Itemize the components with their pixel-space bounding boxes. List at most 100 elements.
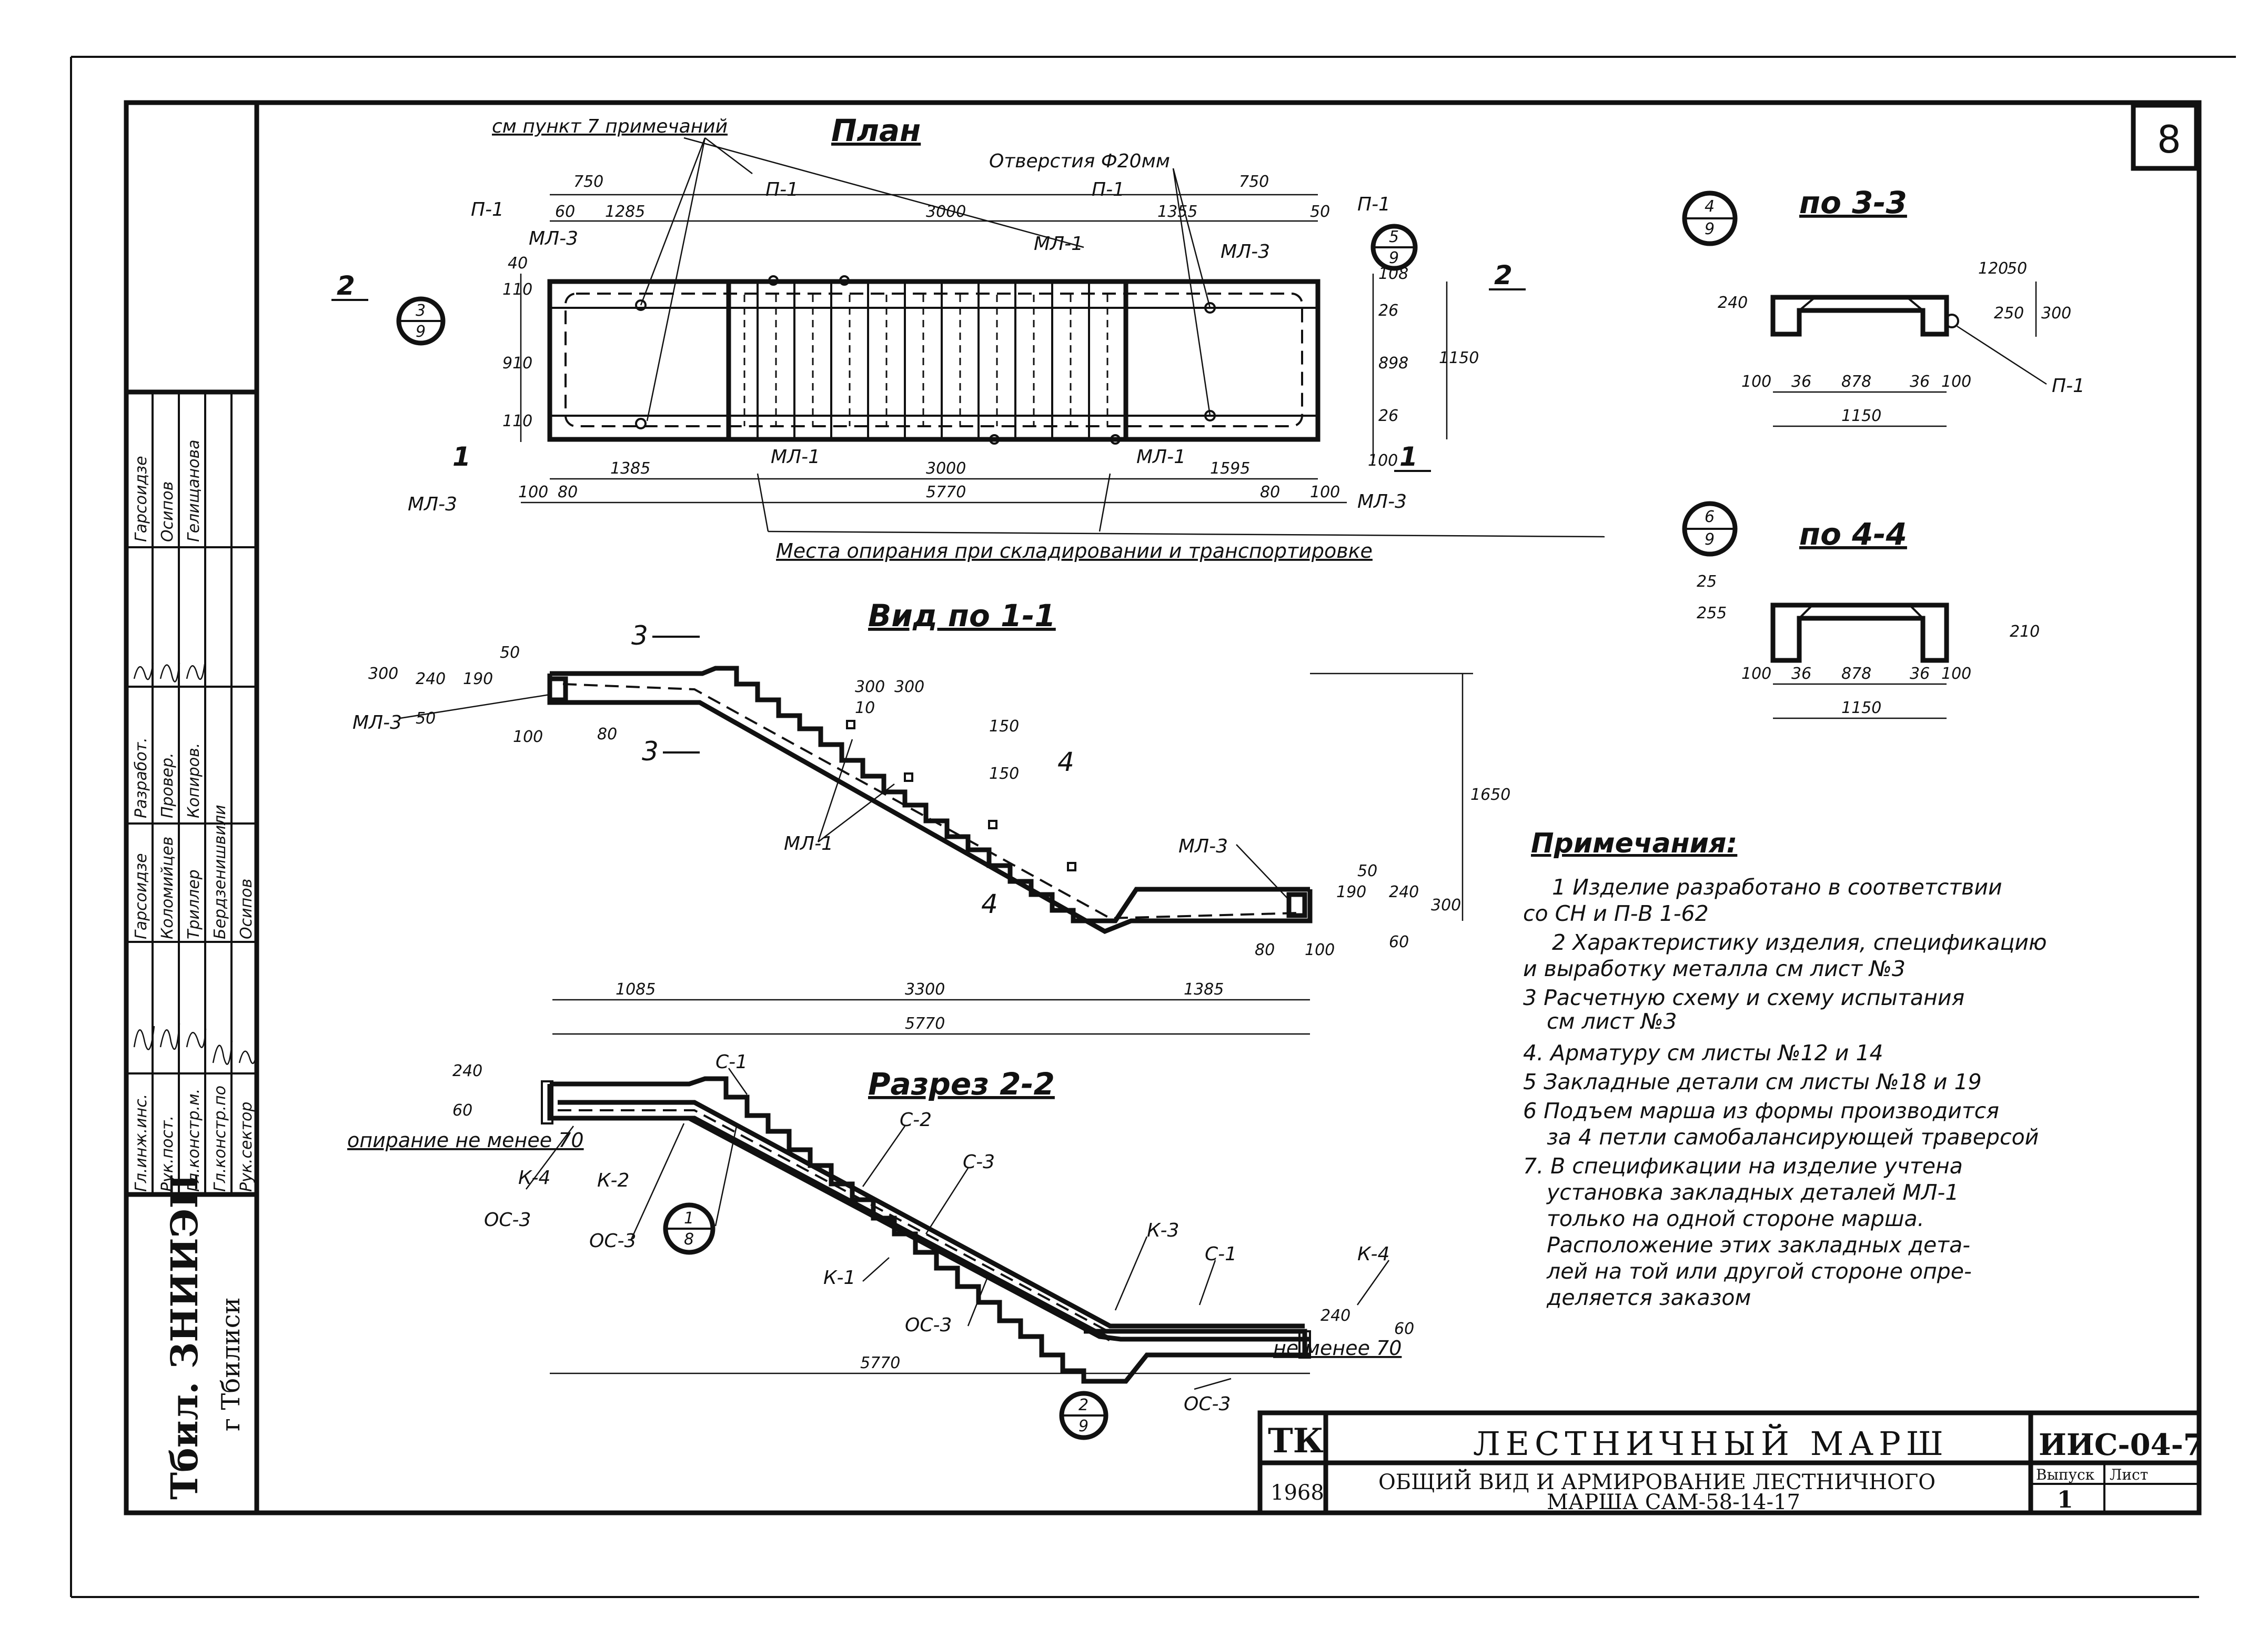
view11-cut-4-top: 4	[1057, 747, 1074, 777]
plan-dim-right-4: 26	[1378, 407, 1398, 425]
sec22-tag-oc3-a: ОС-3	[484, 1209, 531, 1231]
sec33-dim-0: 240	[1718, 294, 1748, 312]
svg-text:3: 3	[416, 302, 426, 320]
sec22-tag-k4-a: К-4	[1357, 1243, 1389, 1265]
sheet-frame	[70, 56, 2236, 1598]
sec33-dim-2: 50	[2007, 259, 2027, 278]
plan-dim-right-2: 26	[1378, 302, 1398, 320]
sig-col1-2: Триллер	[185, 869, 203, 939]
view11-dim-15: 1385	[1184, 980, 1224, 999]
plan-tag-ml3-a: МЛ-3	[529, 228, 578, 249]
sig-col3-0: Гарсоидзе	[132, 456, 150, 542]
sec33-callout: 4 9	[1682, 190, 1738, 246]
sec44-dim-3: 100	[1741, 665, 1771, 683]
sheet-number-box: 8	[2131, 103, 2199, 171]
view11-dim-20: 60	[1389, 933, 1409, 951]
view11-dim-14: 3300	[905, 980, 945, 999]
plan-dim-top-0: 750	[573, 173, 603, 191]
sec22-tag-k1: К-1	[823, 1267, 855, 1289]
sec33-dim-9: 100	[1941, 373, 1971, 391]
note-line-14: лей на той или другой стороне опре-	[1546, 1259, 1972, 1284]
sec22-tag-oc3-b: ОС-3	[589, 1230, 636, 1252]
note-line-10: 7. В спецификации на изделие учтена	[1523, 1153, 1963, 1179]
plan-view: План см пункт 7 примечаний Отверстия Ф20…	[331, 113, 1605, 563]
plan-section-mark-2-right: 2	[1494, 260, 1513, 290]
sig-role-2: Гл.констр.м.	[185, 1089, 203, 1192]
plan-dim-top-4: 1355	[1157, 203, 1197, 221]
plan-tag-ml3-c: МЛ-3	[1357, 491, 1407, 513]
plan-dim-bottom-7: 100	[1310, 483, 1340, 501]
plan-dim-left-2: 910	[502, 354, 532, 373]
svg-text:5: 5	[1389, 228, 1399, 246]
sec22-dim-2: 5770	[860, 1354, 900, 1372]
sec33-dim-5: 100	[1741, 373, 1771, 391]
sig-col2-1: Провер.	[158, 752, 177, 818]
sig-col2-0: Разработ.	[132, 737, 150, 818]
view11-dim-12: 1650	[1470, 786, 1510, 804]
sec22-tag-c1-b: С-1	[1205, 1243, 1237, 1265]
view11-cut-4-bottom: 4	[981, 889, 998, 919]
plan-holes-label: Отверстия Ф20мм	[989, 150, 1170, 172]
title-block: ТК 1968 ЛЕСТНИЧНЫЙ МАРШ ОБЩИЙ ВИД И АРМИ…	[1257, 1410, 2204, 1515]
note-line-11: установка закладных деталей МЛ-1	[1546, 1180, 1959, 1205]
view11-dim-10: 150	[989, 717, 1019, 736]
plan-dim-right-5: 100	[1368, 451, 1398, 470]
plan-dim-left-0: 40	[508, 254, 528, 273]
plan-tag-p1-c: П-1	[1092, 179, 1125, 200]
tb-code: ИИС-04-7	[2039, 1428, 2204, 1462]
view11-dim-17: 190	[1336, 883, 1366, 901]
section-4-4: по 4-4 6 9 255 25 210 100 36 878 36 100 …	[1682, 501, 2040, 719]
view11-tag-ml1: МЛ-1	[784, 833, 833, 855]
section-2-2: Разрез 2-2 С-1 С-2 С-3 К-2 К-1 ОС-3 ОС-3…	[347, 1051, 1414, 1440]
view11-dim-23: 100	[1305, 941, 1335, 959]
view11-dim-13: 1085	[616, 980, 656, 999]
plan-heading: План	[831, 113, 921, 148]
view11-dim-21: 300	[1431, 896, 1461, 915]
view11-dim-11: 150	[989, 765, 1019, 783]
sig-role-3: Гл.констр.по	[211, 1086, 229, 1192]
sec33-dim-1: 120	[1978, 259, 2008, 278]
org-stamp: Тбил. ЗНИИЭП г Тбилиси	[126, 1174, 257, 1500]
plan-dim-top-2: 1285	[605, 203, 645, 221]
plan-section-mark-1-left: 1	[452, 441, 471, 472]
sec44-dim-5: 878	[1841, 665, 1871, 683]
notes-block: Примечания: 1 Изделие разработано в соот…	[1523, 828, 2047, 1310]
sec22-heading: Разрез 2-2	[868, 1066, 1055, 1102]
plan-tag-ml3-d: МЛ-3	[408, 494, 457, 515]
plan-tag-p1-b: П-1	[765, 179, 799, 200]
sec22-dim-1: 60	[452, 1101, 472, 1120]
note-line-9: за 4 петли самобалансирующей траверсой	[1547, 1124, 2039, 1150]
sec22-support-left: опирание не менее 70	[347, 1129, 584, 1152]
svg-text:2: 2	[1078, 1396, 1088, 1414]
sec33-heading: по 3-3	[1799, 185, 1907, 220]
svg-text:9: 9	[1705, 220, 1715, 238]
sec44-heading: по 4-4	[1799, 516, 1907, 552]
stamp-city: г Тбилиси	[216, 1297, 246, 1431]
note-line-12: только на одной стороне марша.	[1547, 1206, 1924, 1231]
plan-tag-p1-d: П-1	[1357, 194, 1390, 215]
note-line-4: 3 Расчетную схему и схему испытания	[1523, 985, 1964, 1010]
note-line-8: 6 Подъем марша из формы производится	[1523, 1098, 1999, 1123]
plan-dim-bottom-4: 80	[558, 483, 578, 501]
view11-dim-3: 50	[500, 644, 520, 662]
section-3-3: по 3-3 4 9 240 120 50 250 300 100 36 878…	[1682, 185, 2085, 427]
view11-dim-22: 80	[1255, 941, 1275, 959]
view11-dim-2: 190	[463, 670, 493, 688]
svg-text:9: 9	[1389, 249, 1399, 267]
tb-subtitle-1: ОБЩИЙ ВИД И АРМИРОВАНИЕ ЛЕСТНИЧНОГО	[1378, 1469, 1936, 1494]
sig-col3-1: Осипов	[158, 481, 177, 542]
svg-text:1: 1	[684, 1209, 694, 1228]
svg-text:8: 8	[684, 1230, 694, 1249]
sec44-dim-1: 25	[1697, 573, 1717, 591]
stamp-org: Тбил. ЗНИИЭП	[163, 1174, 206, 1500]
sec22-tag-c3: С-3	[963, 1151, 995, 1173]
plan-dim-right-3: 1150	[1439, 349, 1479, 367]
sec22-dim-4: 60	[1394, 1320, 1414, 1338]
sig-role-4: Рук.сектор	[237, 1102, 256, 1192]
sec44-dim-6: 36	[1910, 665, 1930, 683]
sec33-tag-p1: П-1	[2052, 375, 2085, 397]
view11-dim-0: 300	[368, 665, 398, 683]
sec33-dim-8: 36	[1910, 373, 1930, 391]
svg-text:9: 9	[416, 323, 426, 341]
